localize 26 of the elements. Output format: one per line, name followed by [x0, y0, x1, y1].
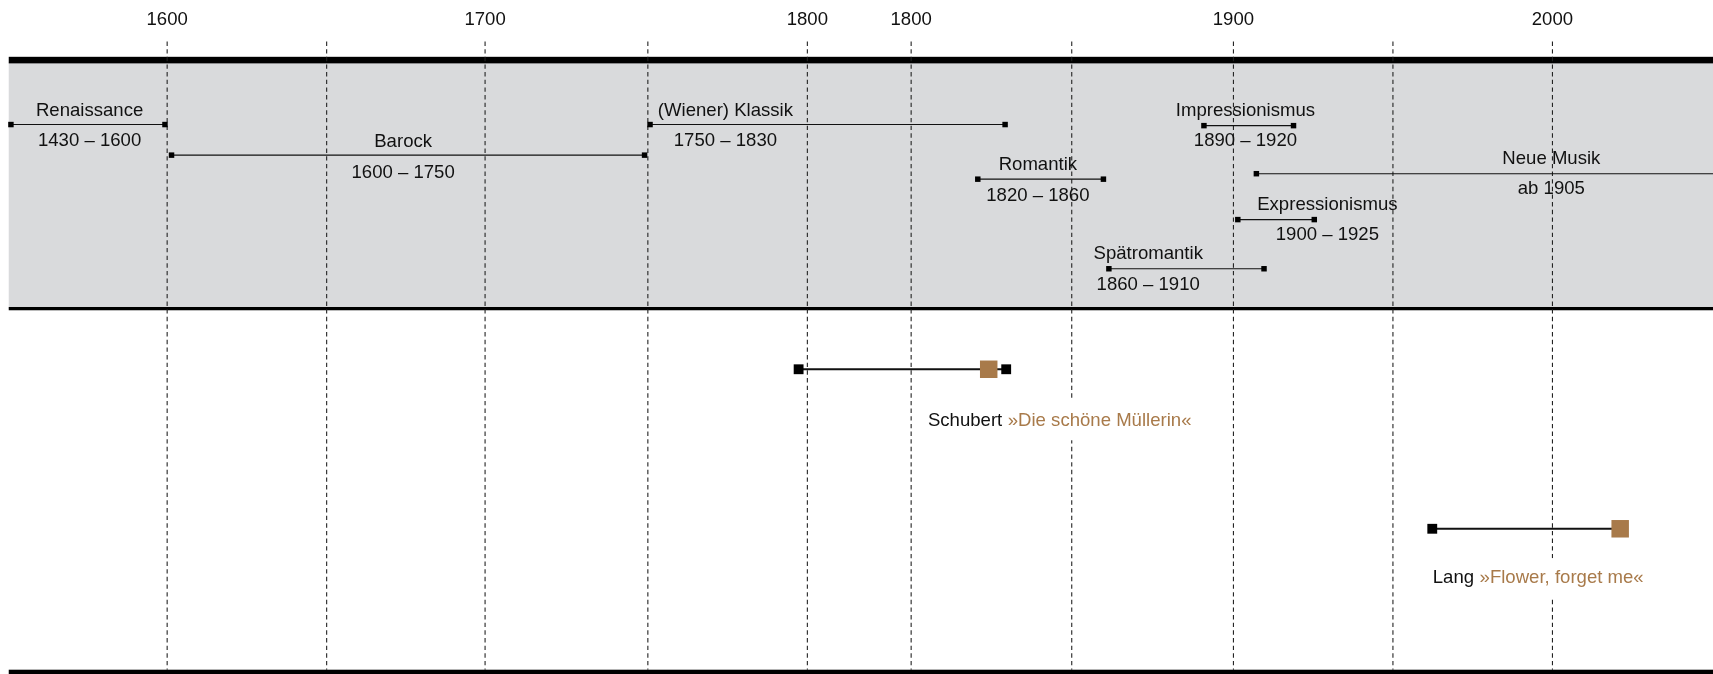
period-name: (Wiener) Klassik [657, 99, 793, 122]
period-name: Impressionismus [1175, 99, 1316, 122]
period-dates: 1430 – 1600 [37, 130, 142, 152]
year-label: 1600 [146, 8, 188, 31]
year-label: 1900 [1212, 8, 1255, 31]
period-name: Romantik [998, 154, 1078, 176]
period-dates: 1820 – 1860 [986, 184, 1090, 207]
period-name: Neue Musik [1502, 147, 1601, 170]
period-dates: 1750 – 1830 [673, 130, 778, 152]
period-name: Spätromantik [1093, 242, 1203, 265]
work-title: »Die schöne Müllerin« [1007, 409, 1192, 431]
period-name: Expressionismus [1257, 193, 1398, 216]
year-label: 1800 [890, 8, 932, 31]
period-dates: 1860 – 1910 [1096, 273, 1200, 295]
composer-name: Lang [1432, 567, 1475, 588]
year-label: 1800 [786, 8, 828, 31]
period-dates: ab 1905 [1517, 178, 1585, 200]
year-label: 2000 [1531, 8, 1574, 31]
period-name: Barock [374, 131, 433, 153]
composer-name: Schubert [927, 409, 1003, 431]
period-name: Renaissance [35, 99, 144, 122]
period-dates: 1890 – 1920 [1193, 130, 1298, 152]
work-title: »Flower, forget me« [1479, 567, 1644, 588]
year-label: 1700 [464, 8, 506, 31]
period-dates: 1900 – 1925 [1275, 223, 1380, 246]
period-dates: 1600 – 1750 [351, 161, 455, 184]
